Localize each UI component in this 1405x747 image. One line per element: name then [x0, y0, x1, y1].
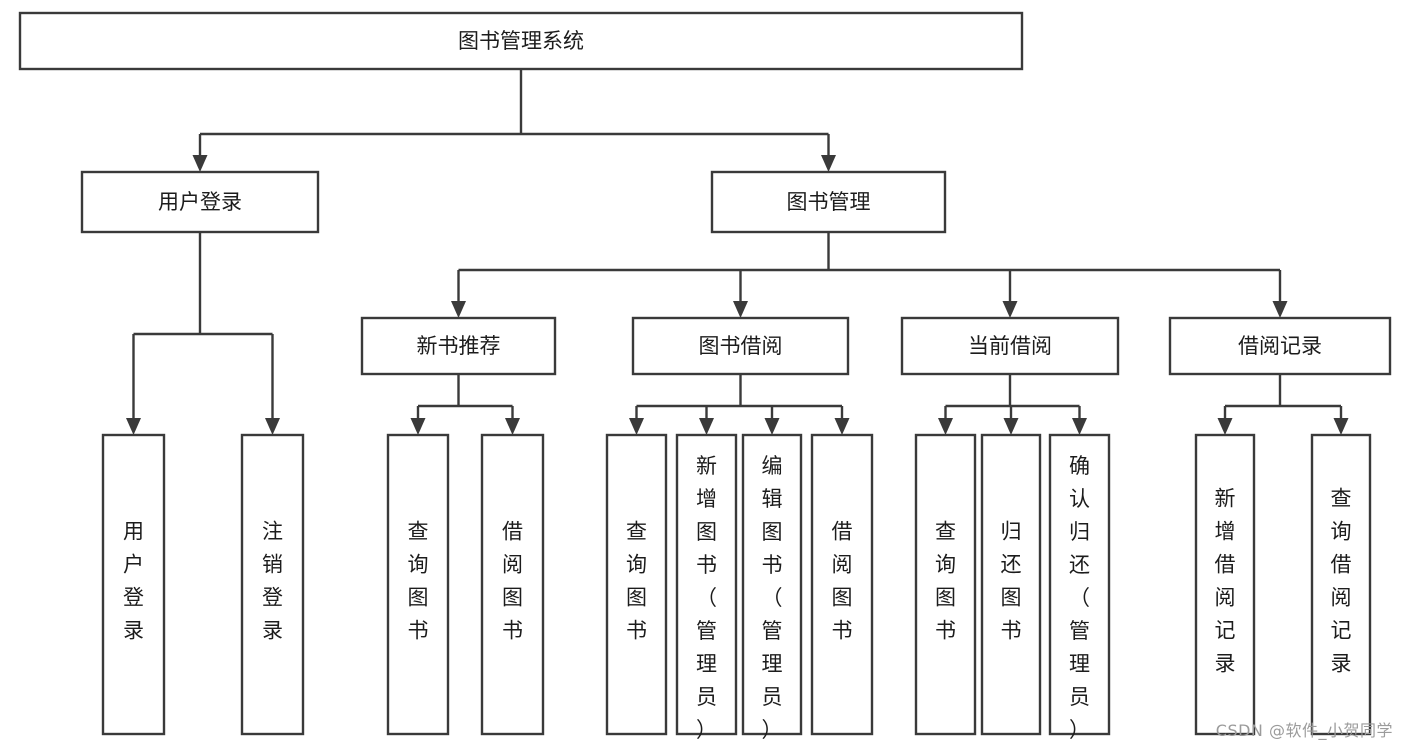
node-box — [240, 433, 305, 736]
node-leaf-add-book[interactable]: 新增图书（管理员） — [675, 433, 738, 742]
node-box — [631, 316, 850, 376]
csdn-watermark: CSDN @软件_小贺同学 — [1215, 721, 1393, 740]
connector-arrowhead — [1003, 418, 1019, 435]
connector-arrowhead — [821, 155, 836, 172]
connector-group-records — [1217, 374, 1349, 435]
node-box — [914, 433, 977, 736]
boxes-layer: 图书管理系统用户登录图书管理新书推荐图书借阅当前借阅借阅记录用户登录注销登录查询… — [18, 11, 1392, 742]
node-label: 查询借阅记录 — [1331, 487, 1352, 676]
node-box — [80, 170, 320, 234]
node-label: 新增图书（管理员） — [696, 454, 717, 742]
connectors-layer — [126, 69, 1349, 435]
node-box — [741, 433, 803, 736]
connector-arrowhead — [410, 418, 426, 435]
connector-arrowhead — [192, 155, 208, 172]
node-leaf-query-book-3[interactable]: 查询图书 — [914, 433, 977, 736]
node-box — [900, 316, 1120, 376]
node-label: 当前借阅 — [968, 334, 1052, 358]
connector-arrowhead — [126, 418, 141, 435]
node-leaf-borrow-book-1[interactable]: 借阅图书 — [480, 433, 545, 736]
node-box — [101, 433, 166, 736]
connector-group-login — [126, 232, 280, 435]
node-leaf-add-record[interactable]: 新增借阅记录 — [1194, 433, 1256, 736]
node-box — [980, 433, 1042, 736]
node-box — [810, 433, 874, 736]
connector-arrowhead — [1072, 418, 1087, 435]
connector-arrowhead — [938, 418, 953, 435]
connector-arrowhead — [265, 418, 280, 435]
node-login[interactable]: 用户登录 — [80, 170, 320, 234]
node-label: 归还图书 — [1001, 520, 1022, 643]
node-label: 图书借阅 — [699, 334, 783, 358]
node-records[interactable]: 借阅记录 — [1168, 316, 1392, 376]
node-leaf-logout[interactable]: 注销登录 — [240, 433, 305, 736]
node-leaf-user-login[interactable]: 用户登录 — [101, 433, 166, 736]
node-label: 新书推荐 — [417, 334, 501, 358]
node-label: 用户登录 — [123, 520, 144, 643]
connector-arrowhead — [1333, 418, 1349, 435]
node-leaf-confirm-return[interactable]: 确认归还（管理员） — [1048, 433, 1111, 742]
connector-group-borrow — [629, 374, 850, 435]
node-label: 借阅记录 — [1238, 334, 1322, 358]
node-box — [1048, 433, 1111, 736]
connector-arrowhead — [1217, 418, 1233, 435]
node-current[interactable]: 当前借阅 — [900, 316, 1120, 376]
node-label: 查询图书 — [935, 520, 956, 643]
node-box — [1194, 433, 1256, 736]
node-leaf-return-book[interactable]: 归还图书 — [980, 433, 1042, 736]
node-leaf-query-record[interactable]: 查询借阅记录 — [1310, 433, 1372, 736]
connector-group-root — [192, 69, 836, 172]
connector-arrowhead — [699, 418, 714, 435]
node-label: 图书管理 — [787, 190, 871, 214]
connector-arrowhead — [1272, 301, 1288, 318]
node-label: 编辑图书（管理员） — [762, 454, 783, 742]
node-label: 借阅图书 — [832, 520, 853, 643]
node-box — [1168, 316, 1392, 376]
node-label: 图书管理系统 — [458, 29, 584, 53]
node-box — [605, 433, 668, 736]
connector-arrowhead — [733, 301, 748, 318]
node-box — [480, 433, 545, 736]
connector-arrowhead — [505, 418, 520, 435]
node-label: 确认归还（管理员） — [1069, 454, 1090, 742]
connector-group-bookmgmt — [451, 232, 1288, 318]
connector-arrowhead — [1002, 301, 1018, 318]
node-box — [18, 11, 1024, 71]
node-bookmgmt[interactable]: 图书管理 — [710, 170, 947, 234]
node-leaf-edit-book[interactable]: 编辑图书（管理员） — [741, 433, 803, 742]
connector-arrowhead — [834, 418, 850, 435]
node-box — [1310, 433, 1372, 736]
node-leaf-query-book-2[interactable]: 查询图书 — [605, 433, 668, 736]
connector-arrowhead — [764, 418, 780, 435]
connector-arrowhead — [451, 301, 466, 318]
node-label: 用户登录 — [158, 190, 242, 214]
connector-arrowhead — [629, 418, 644, 435]
node-borrow[interactable]: 图书借阅 — [631, 316, 850, 376]
node-box — [710, 170, 947, 234]
node-label: 查询图书 — [408, 520, 429, 643]
node-label: 注销登录 — [262, 520, 283, 643]
connector-group-current — [938, 374, 1087, 435]
node-root[interactable]: 图书管理系统 — [18, 11, 1024, 71]
node-leaf-borrow-book-2[interactable]: 借阅图书 — [810, 433, 874, 736]
node-leaf-query-book-1[interactable]: 查询图书 — [386, 433, 450, 736]
node-box — [360, 316, 557, 376]
node-label: 查询图书 — [626, 520, 647, 643]
connector-group-newbook — [410, 374, 520, 435]
node-box — [386, 433, 450, 736]
node-label: 新增借阅记录 — [1215, 487, 1236, 676]
node-box — [675, 433, 738, 736]
node-label: 借阅图书 — [502, 520, 523, 643]
node-newbook[interactable]: 新书推荐 — [360, 316, 557, 376]
